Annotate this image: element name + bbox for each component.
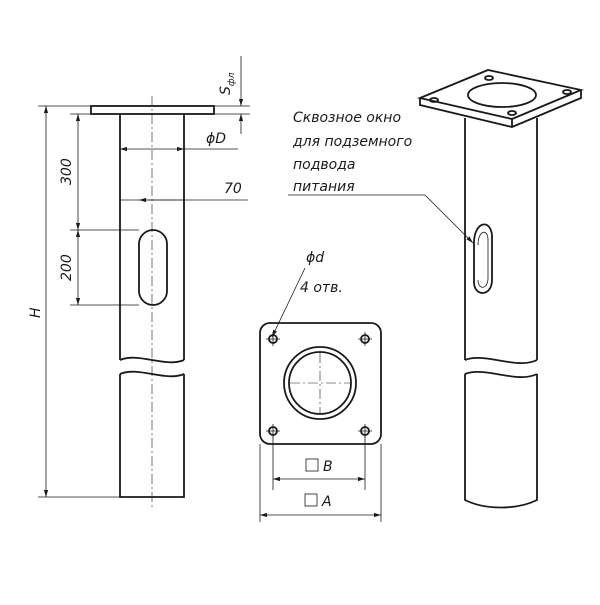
front-flange-plate: [90, 105, 215, 115]
front-pole-upper: [119, 114, 185, 360]
flange-plate-outline: [259, 322, 382, 445]
hole-center-marks: [266, 332, 372, 438]
front-view: Sфл ϕD 70 300 200 H: [28, 56, 250, 510]
callout-line-3: подвода: [293, 157, 355, 173]
iso-pole-upper: [464, 118, 538, 360]
s-fl-label: Sфл: [218, 72, 237, 95]
inner-b-label: B: [323, 459, 333, 475]
iso-pole-break-top: [464, 357, 538, 365]
front-pole-break-top: [119, 356, 185, 364]
iso-hole-top: [484, 75, 494, 81]
total-h-label: H: [28, 307, 44, 318]
iso-flange-opening: [467, 82, 537, 108]
iso-pole-lower: [464, 374, 538, 509]
flange-pipe-outer: [283, 346, 357, 420]
iso-hole-right: [562, 89, 572, 95]
height-300-label: 300: [59, 158, 75, 185]
iso-hole-bottom: [507, 110, 517, 116]
hole-count-label: 4 отв.: [300, 280, 343, 296]
diameter-d-label: ϕD: [206, 131, 226, 147]
callout-line-1: Сквозное окно: [293, 110, 401, 126]
flange-pipe-inner: [288, 351, 352, 415]
hole-diameter-label: ϕd: [306, 250, 324, 266]
iso-hole-left: [429, 97, 439, 103]
iso-pole-break-bottom: [464, 371, 538, 379]
iso-cable-slot-inner: [477, 231, 489, 288]
height-200-label: 200: [59, 254, 75, 281]
isometric-view: Сквозное окно для подземного подвода пит…: [288, 69, 584, 509]
flange-plan-view: ϕd 4 отв. B A: [259, 250, 382, 522]
hole-diameter-leader: [271, 267, 306, 338]
callout-line-2: для подземного: [292, 134, 412, 150]
callout-leader-diagonal: [424, 194, 474, 244]
iso-cable-slot: [473, 223, 493, 294]
outer-a-square-symbol: [304, 493, 318, 507]
inner-b-square-symbol: [305, 458, 319, 472]
iso-flange-edge: [419, 90, 582, 128]
outer-a-label: A: [321, 494, 332, 510]
front-cable-slot: [138, 229, 168, 306]
callout-line-4: питания: [293, 179, 355, 195]
width-70-label: 70: [224, 181, 242, 197]
